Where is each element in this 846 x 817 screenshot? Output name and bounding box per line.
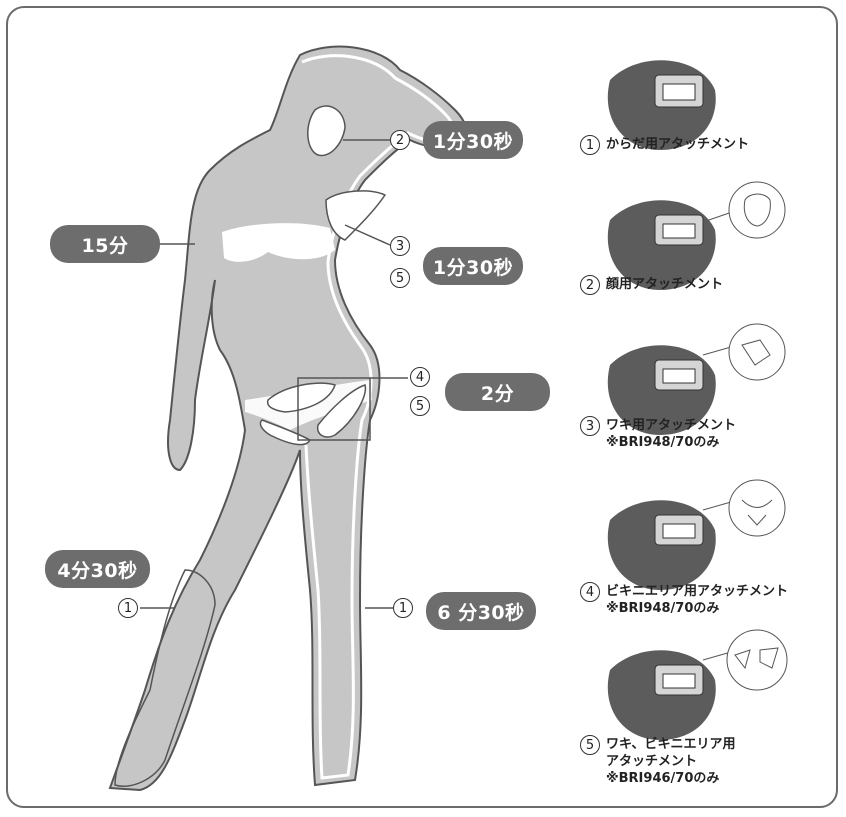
attachment-label-5: ワキ、ビキニエリア用 アタッチメント ※BRI946/70のみ [606, 736, 735, 787]
attachment-num-2: 2 [580, 275, 600, 295]
time-left-leg: 6 分30秒 [426, 592, 536, 630]
time-upper-body: 15分 [50, 225, 160, 263]
time-right-leg: 4分30秒 [45, 550, 150, 588]
marker-underarm-b: 5 [390, 268, 410, 288]
marker-underarm-a: 3 [390, 236, 410, 256]
attachment-label-3: ワキ用アタッチメント ※BRI948/70のみ [606, 417, 736, 451]
device-2-illustration [608, 182, 785, 290]
attachment-num-4: 4 [580, 582, 600, 602]
time-bikini: 2分 [445, 373, 550, 411]
marker-left-leg: 1 [393, 598, 413, 618]
device-5-illustration [608, 630, 787, 740]
marker-face: 2 [390, 130, 410, 150]
time-face: 1分30秒 [423, 121, 523, 159]
marker-bikini-a: 4 [410, 367, 430, 387]
attachment-label-4: ビキニエリア用アタッチメント ※BRI948/70のみ [606, 583, 788, 617]
attachment-label-2: 顔用アタッチメント [606, 276, 723, 293]
device-4-illustration [608, 480, 785, 590]
body-figure [110, 47, 466, 790]
attachment-label-1: からだ用アタッチメント [606, 136, 749, 153]
attachment-num-3: 3 [580, 416, 600, 436]
attachment-num-1: 1 [580, 135, 600, 155]
marker-right-leg: 1 [118, 598, 138, 618]
attachment-num-5: 5 [580, 735, 600, 755]
time-underarm: 1分30秒 [423, 247, 523, 285]
marker-bikini-b: 5 [410, 396, 430, 416]
